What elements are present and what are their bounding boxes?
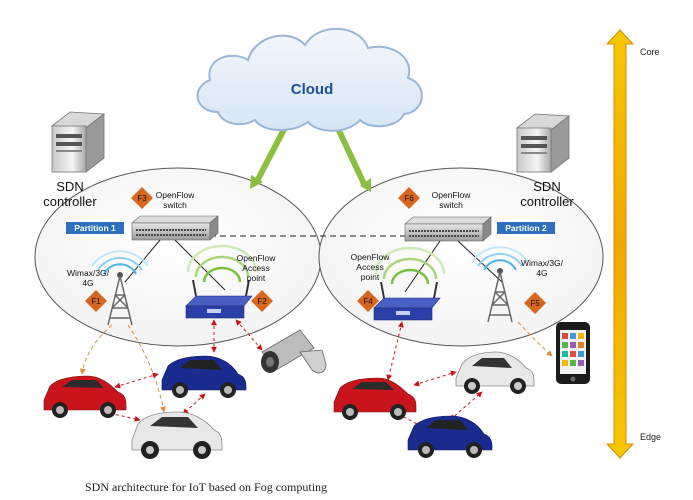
security-camera-icon [261,329,327,374]
blue-car-to-white-car [182,393,206,415]
left-ap-label-line3: point [247,273,266,283]
fog-node-f1: F1 [85,290,107,312]
core-edge-scale: Core Edge [605,29,661,459]
right-link-arrow-bottom [360,178,371,192]
fog-node-f4-label: F4 [363,297,373,306]
left-sdn-controller: SDN controller [43,111,106,209]
core-label: Core [640,47,660,57]
right-access-point-icon [373,246,446,321]
right-ap-label-line2: Access [356,262,383,272]
blue-car-to-white-car-right [449,391,483,421]
fog-node-f1-label: F1 [91,297,101,306]
right-tower-label-line2: 4G [536,268,547,278]
left-tower-to-white-car [127,324,166,413]
fog-node-f2: F2 [251,290,273,312]
left-sdn-label-line1: SDN [56,179,83,194]
right-openflow-switch [404,216,492,242]
right-switch-label-line1: OpenFlow [432,190,472,200]
fog-node-f6-label: F6 [404,194,414,203]
red-car-to-white-car-right [413,370,457,387]
right-switch-to-ap [404,240,441,293]
red-car-right [333,377,417,420]
left-switch-label-line2: switch [163,200,187,210]
fog-node-f3: F3 [131,187,153,209]
right-switch-label-line2: switch [439,200,463,210]
left-cell-tower-icon [91,250,149,326]
right-tower-label-line1: Wimax/3G/ [521,258,564,268]
fog-node-f2-label: F2 [257,297,267,306]
fog-node-f5-label: F5 [530,299,540,308]
right-tower-to-phone [517,321,553,357]
blue-car-left [161,355,247,398]
left-ap-label-line1: OpenFlow [237,253,277,263]
left-openflow-switch [131,215,219,241]
right-sdn-label-line1: SDN [533,179,560,194]
left-tower-label-line1: Wimax/3G/ [67,268,110,278]
tower-wireless-links [79,321,553,413]
figure-caption: SDN architecture for IoT based on Fog co… [85,480,328,494]
blue-car-right [407,415,493,458]
core-edge-arrow [605,29,635,459]
right-ap-label-line1: OpenFlow [351,252,391,262]
fog-node-f5: F5 [524,292,546,314]
red-car-to-blue-car [114,372,159,389]
cloud-label: Cloud [291,81,334,98]
left-tower-to-red-car [79,324,113,375]
fog-node-f4: F4 [357,290,379,312]
right-sdn-label-line2: controller [520,194,574,209]
edge-label: Edge [640,432,661,442]
left-access-point-icon [185,244,258,319]
partition-1-label: Partition 1 [74,223,116,233]
white-car-right [455,351,535,394]
fog-node-f6: F6 [398,187,420,209]
right-sdn-controller: SDN controller [515,113,574,209]
left-switch-label-line1: OpenFlow [156,190,196,200]
ap-to-camera [235,319,263,351]
fog-node-f3-label: F3 [137,194,147,203]
left-ap-label-line2: Access [242,263,269,273]
right-ap-to-red-car [386,321,404,381]
smartphone-icon [556,322,590,384]
right-server-icon [515,113,571,173]
partition-2-label: Partition 2 [505,223,547,233]
right-switch-to-tower [457,240,503,283]
left-sdn-label-line2: controller [43,194,97,209]
partition-1-badge: Partition 1 [66,222,124,234]
left-tower-label-line2: 4G [82,278,93,288]
right-cloud-link [332,120,368,188]
left-server-icon [50,111,106,173]
red-car-left [43,375,127,418]
right-ap-label-line3: point [361,272,380,282]
cloud: Cloud [196,27,423,132]
white-car-left [131,411,223,459]
right-cell-tower-icon [471,246,529,323]
left-link-arrow-bottom [250,175,263,189]
cloud-shape [196,27,423,132]
partition-2-badge: Partition 2 [497,222,555,234]
